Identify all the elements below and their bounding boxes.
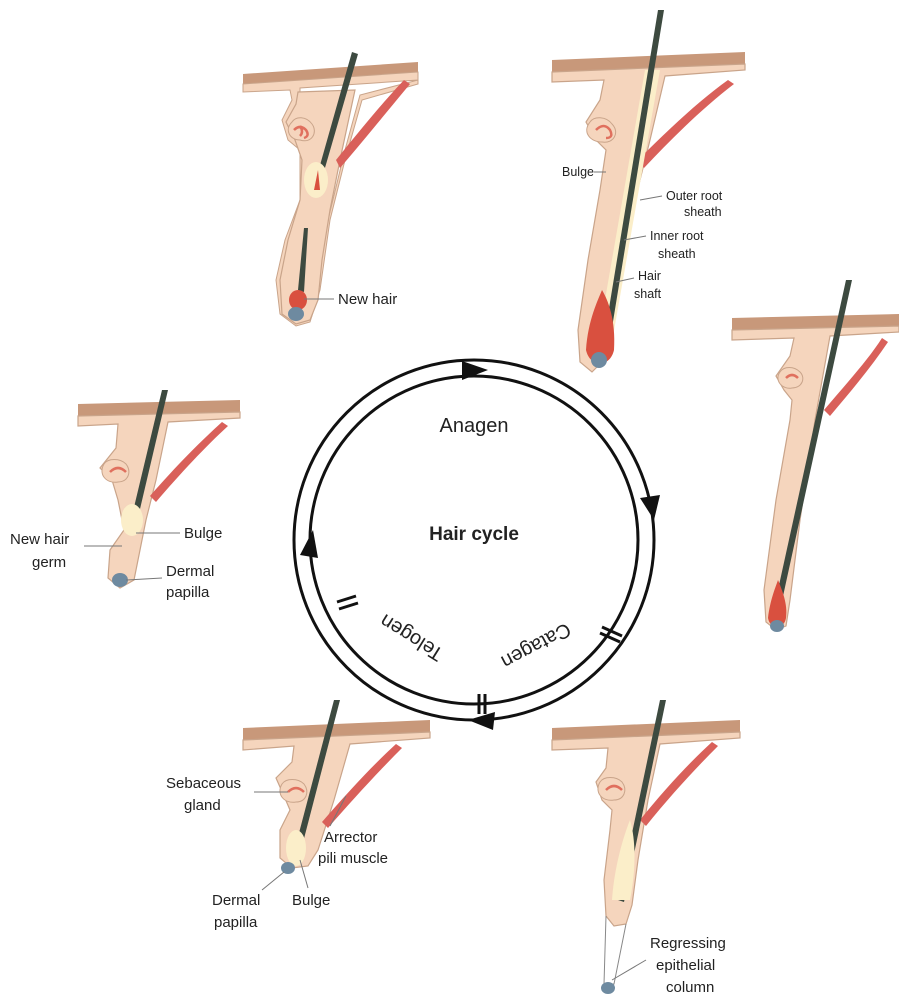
papilla-icon (591, 352, 607, 368)
follicle-new-hair-germ (78, 390, 240, 588)
phase-telogen-label: Telogen (376, 609, 447, 665)
cycle-arrow-right (640, 495, 660, 520)
label-regressing-3: column (666, 979, 714, 996)
new-hair-bulb (289, 290, 307, 310)
papilla-icon (112, 573, 128, 587)
follicle-telogen (243, 700, 430, 874)
follicle-body (243, 732, 430, 868)
sebaceous-gland (778, 368, 803, 389)
label-bulge-germ: Bulge (184, 525, 222, 542)
cycle-diagram: Anagen Hair cycle Catagen Telogen (294, 360, 660, 730)
label-sebaceous-gland-1: Sebaceous (166, 775, 241, 792)
label-arrector-pili-1: Arrector (324, 829, 377, 846)
club-cream (286, 830, 306, 866)
papilla-icon (288, 307, 304, 321)
label-hair-shaft-2: shaft (634, 287, 662, 301)
follicle-body (552, 732, 740, 926)
label-outer-root-sheath-1: Outer root (666, 189, 723, 203)
follicle-body (78, 412, 240, 588)
label-dermal-papilla-germ-2: papilla (166, 584, 210, 601)
separator-telogen-start (337, 596, 358, 609)
label-regressing-1: Regressing (650, 935, 726, 952)
center-title: Hair cycle (429, 524, 519, 545)
label-bulge-telogen: Bulge (292, 892, 330, 909)
label-new-hair: New hair (338, 291, 397, 308)
label-arrector-pili-2: pili muscle (318, 850, 388, 867)
cycle-arrow-bottom (468, 712, 495, 730)
label-new-hair-germ-1: New hair (10, 531, 69, 548)
follicle-early-anagen (243, 52, 418, 326)
phase-catagen-label: Catagen (497, 618, 574, 673)
papilla-icon (770, 620, 784, 632)
label-inner-root-sheath-2: sheath (658, 247, 696, 261)
label-dermal-papilla-telogen-1: Dermal (212, 892, 260, 909)
follicle-late-anagen (732, 280, 899, 632)
follicle-body (732, 326, 899, 630)
club-cream (121, 504, 143, 536)
phase-anagen-label: Anagen (440, 415, 509, 437)
label-dermal-papilla-germ-1: Dermal (166, 563, 214, 580)
label-bulge-anagen: Bulge (562, 165, 594, 179)
label-regressing-2: epithelial (656, 957, 715, 974)
papilla-icon (601, 982, 615, 994)
label-inner-root-sheath-1: Inner root (650, 229, 704, 243)
label-new-hair-germ-2: germ (32, 554, 66, 571)
label-outer-root-sheath-2: sheath (684, 205, 722, 219)
label-hair-shaft-1: Hair (638, 269, 661, 283)
label-dermal-papilla-telogen-2: papilla (214, 914, 258, 931)
label-sebaceous-gland-2: gland (184, 797, 221, 814)
